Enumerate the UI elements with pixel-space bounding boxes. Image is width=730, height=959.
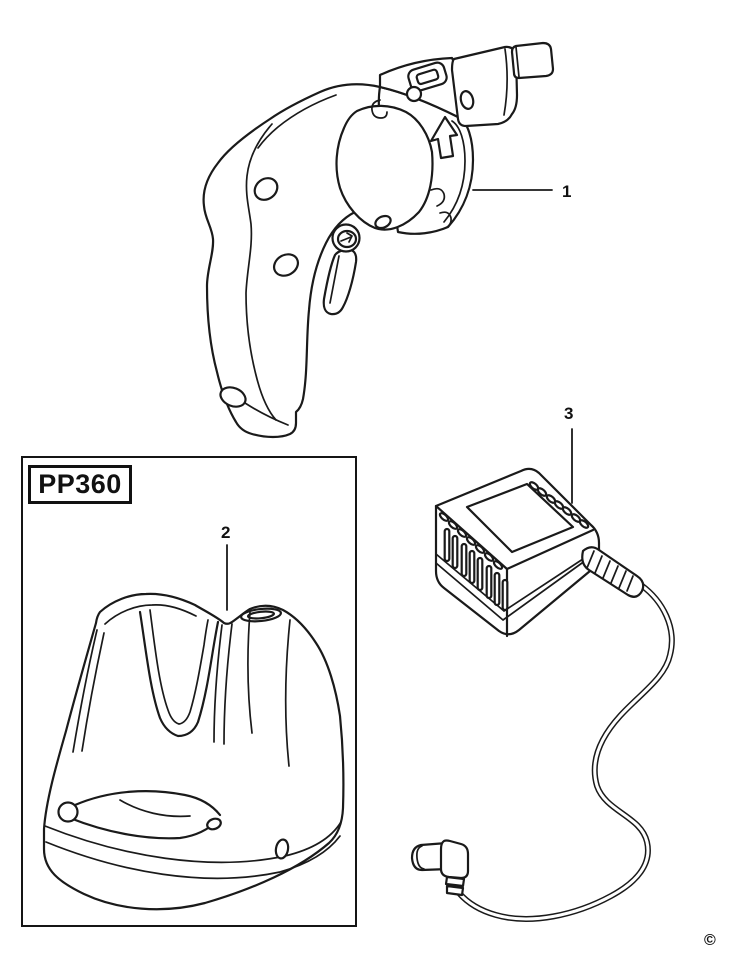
- charger-adapter-illustration: [434, 467, 645, 638]
- dc-plug: [410, 839, 470, 897]
- charging-base-illustration: [42, 592, 345, 911]
- part-number-2: 2: [221, 523, 231, 542]
- model-label-box: PP360: [28, 465, 132, 504]
- callout-leader-lines: [226, 189, 573, 611]
- part-number-3: 3: [564, 404, 574, 423]
- part-number-1: 1: [562, 182, 572, 201]
- model-group-box: [21, 456, 357, 927]
- power-cable: [456, 582, 675, 922]
- copyright-symbol: ©: [704, 932, 716, 949]
- screwdriver-illustration: [202, 41, 555, 439]
- model-label: PP360: [38, 469, 122, 499]
